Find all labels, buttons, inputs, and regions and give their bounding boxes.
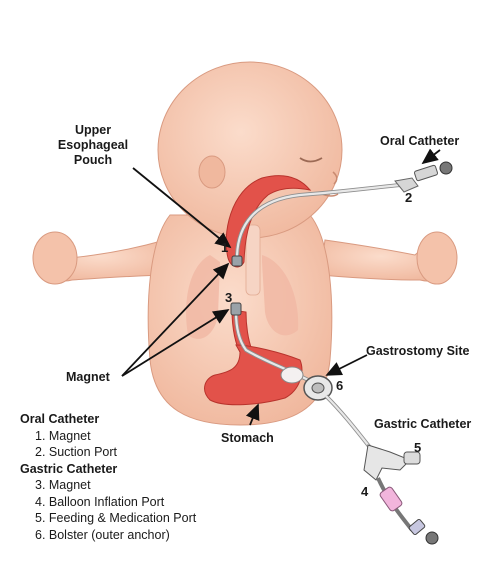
legend-item: 5. Feeding & Medication Port [20, 510, 196, 527]
legend-gastric-heading: Gastric Catheter [20, 461, 196, 478]
marker-2: 2 [405, 190, 412, 205]
legend: Oral Catheter 1. Magnet 2. Suction Port … [20, 411, 196, 543]
legend-item: 2. Suction Port [20, 444, 196, 461]
marker-6: 6 [336, 378, 343, 393]
marker-4: 4 [361, 484, 368, 499]
magnet-3 [231, 303, 241, 315]
arrow-oral-catheter [423, 150, 440, 163]
right-fist [417, 232, 457, 284]
legend-item: 4. Balloon Inflation Port [20, 494, 196, 511]
oral-catheter-cap [440, 162, 452, 174]
label-gastric-catheter: Gastric Catheter [374, 417, 471, 432]
trachea [246, 225, 260, 295]
legend-item: 1. Magnet [20, 428, 196, 445]
label-stomach: Stomach [221, 431, 274, 446]
left-fist [33, 232, 77, 284]
label-gastrostomy-site: Gastrostomy Site [366, 344, 470, 359]
label-oral-catheter: Oral Catheter [380, 134, 459, 149]
gastric-catheter-end [408, 519, 425, 536]
oral-catheter-connector [414, 165, 438, 181]
arrow-gastrostomy [327, 355, 367, 375]
legend-oral-heading: Oral Catheter [20, 411, 196, 428]
legend-item: 3. Magnet [20, 477, 196, 494]
label-upper-esophageal-pouch: Upper Esophageal Pouch [48, 123, 138, 168]
gastric-y-hub [364, 445, 410, 480]
marker-1: 1 [221, 240, 228, 255]
ear [199, 156, 225, 188]
legend-item: 6. Bolster (outer anchor) [20, 527, 196, 544]
internal-balloon [281, 367, 303, 383]
marker-3: 3 [225, 290, 232, 305]
marker-5: 5 [414, 440, 421, 455]
magnet-1 [232, 256, 242, 266]
gastric-catheter-cap [426, 532, 438, 544]
label-magnet: Magnet [66, 370, 110, 385]
